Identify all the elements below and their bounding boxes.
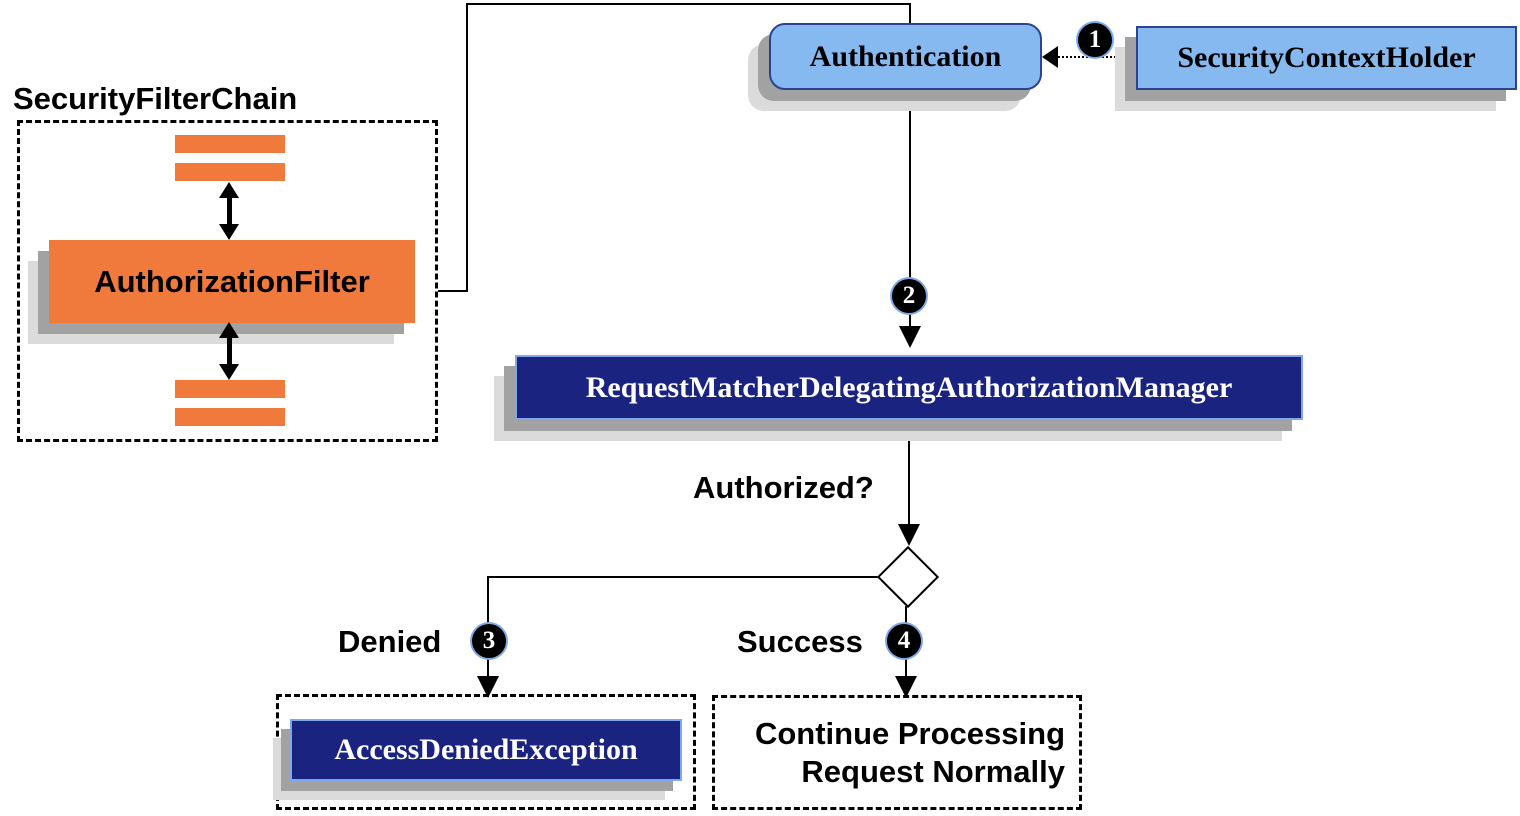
continue-processing-box: Continue Processing Request Normally [712, 695, 1082, 810]
security-context-holder-node: SecurityContextHolder [1136, 26, 1517, 90]
authentication-label: Authentication [809, 39, 1002, 73]
security-filter-chain-title: SecurityFilterChain [13, 81, 298, 116]
arrow-auth-to-manager-line [909, 90, 911, 330]
filter-bar-bottom-2 [175, 408, 285, 426]
arrow-success-head [895, 676, 917, 698]
arrow-manager-to-diamond-line [908, 420, 910, 526]
step-badge-1: 1 [1078, 23, 1112, 57]
step-badge-4: 4 [887, 624, 921, 658]
arrow-denied-head [477, 676, 499, 698]
double-arrow-bottom-shaft [227, 334, 232, 366]
authorization-filter-label: AuthorizationFilter [94, 263, 370, 299]
access-denied-exception-label: AccessDeniedException [334, 733, 638, 766]
double-arrow-top-shaft [227, 194, 232, 230]
dotted-context-to-auth-line [1058, 56, 1136, 58]
connector-filter-to-auth-h1 [438, 290, 468, 292]
step-badge-2: 2 [892, 279, 926, 313]
filter-bar-top-2 [175, 163, 285, 181]
authorization-manager-node: RequestMatcherDelegatingAuthorizationMan… [515, 355, 1303, 420]
authentication-node: Authentication [769, 23, 1042, 90]
double-arrow-bottom-down-head [219, 364, 239, 380]
double-arrow-top-up-head [219, 182, 239, 198]
connector-filter-to-auth-v [466, 3, 468, 292]
filter-bar-top-1 [175, 135, 285, 153]
arrow-auth-to-manager-head [899, 326, 921, 348]
dotted-context-to-auth-head [1042, 46, 1058, 68]
arrow-manager-to-diamond-head [898, 524, 920, 546]
decision-diamond [876, 545, 940, 609]
filter-bar-bottom-1 [175, 380, 285, 398]
continue-processing-line2: Request Normally [801, 753, 1065, 789]
branch-denied-h [488, 576, 879, 578]
security-filter-chain-box [17, 120, 438, 442]
connector-filter-to-auth-h2 [466, 3, 911, 5]
double-arrow-bottom-up-head [219, 322, 239, 338]
denied-label: Denied [338, 624, 442, 659]
connector-into-authentication [909, 3, 911, 25]
success-label: Success [737, 624, 863, 659]
double-arrow-top-down-head [219, 224, 239, 240]
step-badge-3: 3 [472, 624, 506, 658]
security-context-holder-label: SecurityContextHolder [1177, 41, 1476, 74]
continue-processing-line1: Continue Processing [754, 715, 1065, 751]
authorization-manager-label: RequestMatcherDelegatingAuthorizationMan… [585, 370, 1233, 404]
authorization-filter-node: AuthorizationFilter [49, 240, 415, 323]
access-denied-exception-node: AccessDeniedException [290, 719, 682, 781]
authorized-question-label: Authorized? [693, 470, 874, 505]
